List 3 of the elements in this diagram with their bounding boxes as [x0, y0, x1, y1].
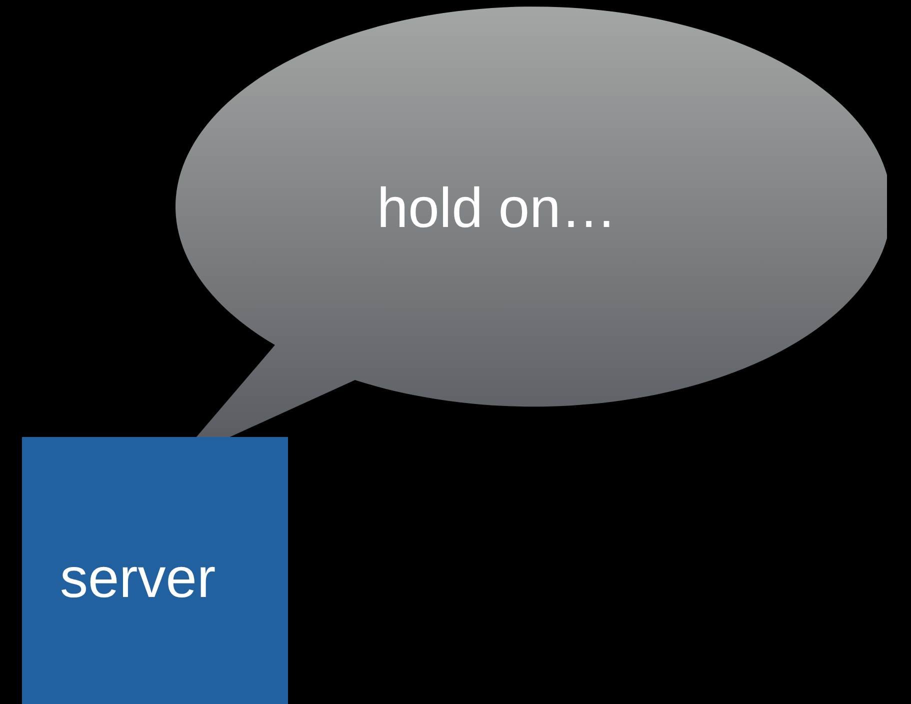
server-box [22, 437, 288, 704]
bubble-text: hold on… [377, 175, 617, 240]
server-label: server [60, 545, 216, 610]
